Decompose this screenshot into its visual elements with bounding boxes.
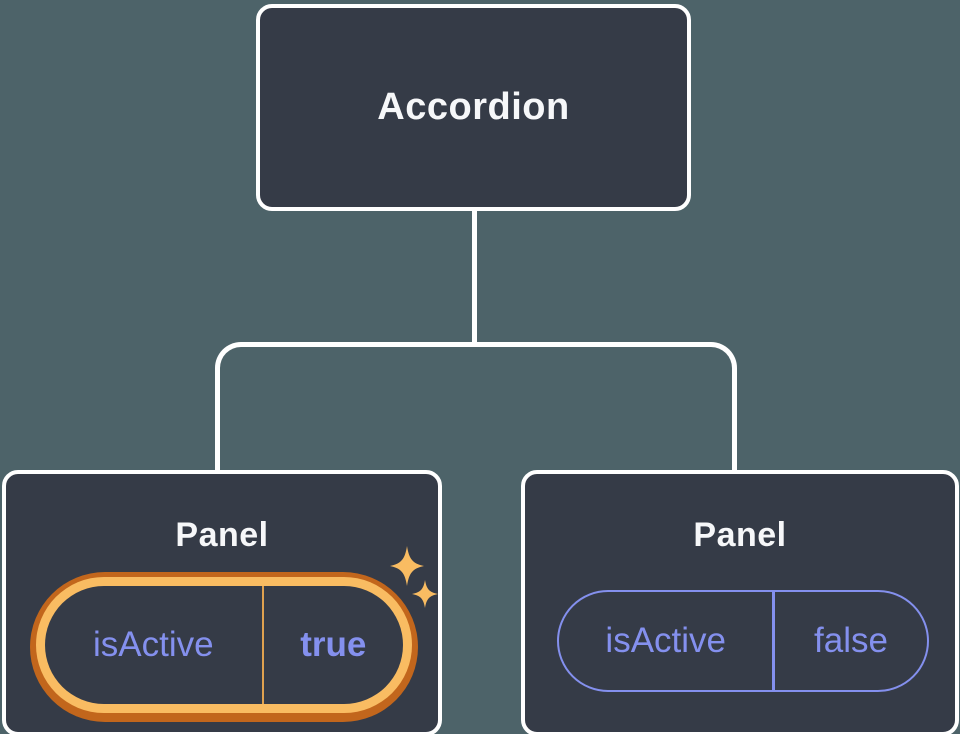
state-pill-active-glow-inner: isActive true (36, 577, 412, 713)
state-pill-inactive: isActive false (557, 590, 929, 692)
root-node-accordion: Accordion (256, 4, 691, 211)
sparkle-icon (390, 546, 424, 586)
pill-divider (261, 586, 264, 704)
pill-divider (772, 592, 775, 690)
state-key: isActive (92, 625, 214, 664)
panel-title: Panel (175, 516, 269, 554)
panel-node-active: Panel isActive true (2, 470, 442, 734)
panel-node-inactive: Panel isActive false (521, 470, 959, 734)
state-value: false (814, 621, 888, 660)
state-key: isActive (605, 621, 727, 660)
connector-branch-bracket (215, 342, 737, 470)
state-pill-active-glow: isActive true (30, 572, 418, 722)
state-value: true (300, 625, 367, 664)
root-node-label: Accordion (377, 86, 570, 128)
panel-title: Panel (693, 516, 787, 554)
sparkle-icon (412, 580, 438, 608)
connector-root-stem (472, 208, 477, 346)
state-pill-active: isActive true (45, 586, 403, 704)
